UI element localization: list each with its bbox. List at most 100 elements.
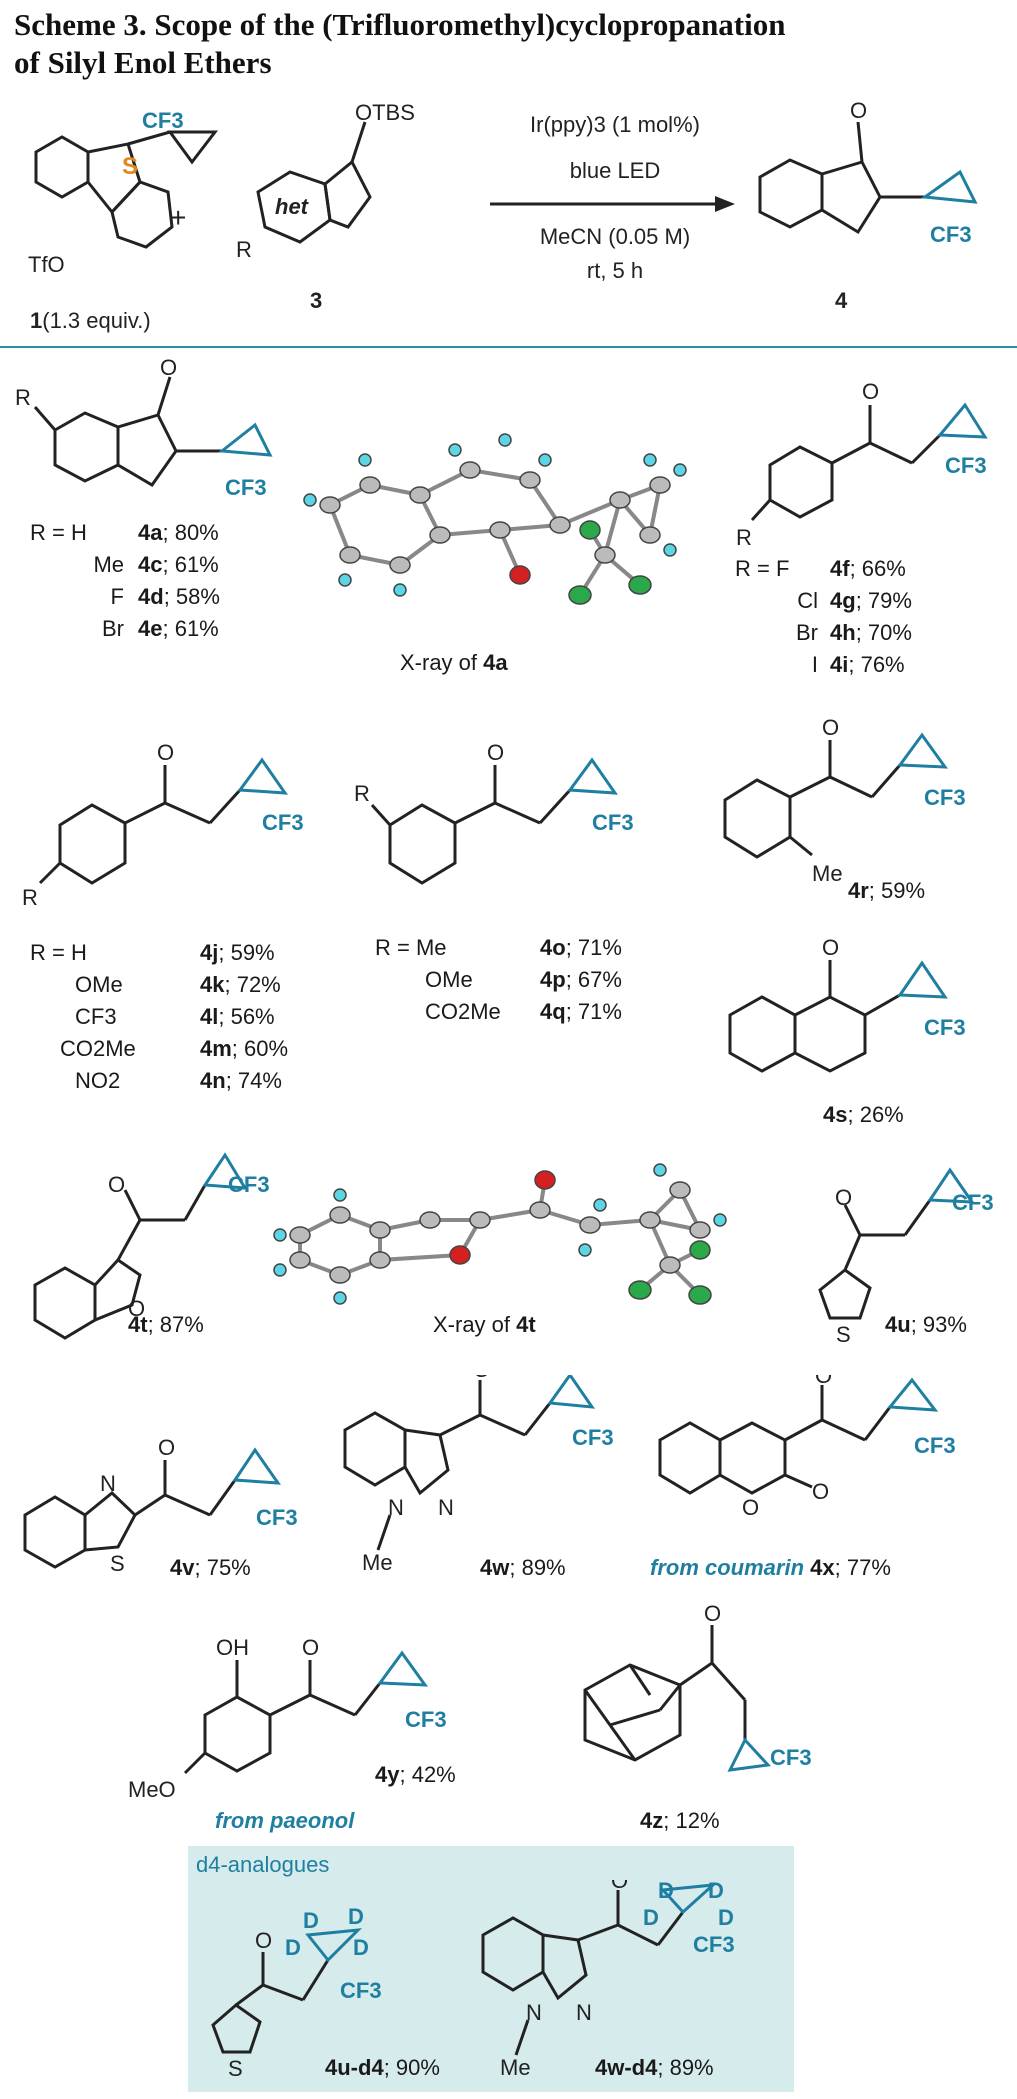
svg-text:O: O [158, 1435, 175, 1460]
label-4s: 4s; 26% [823, 1102, 904, 1127]
svg-text:O: O [822, 715, 839, 740]
svg-text:Me: Me [362, 1550, 393, 1575]
svg-text:CF3: CF3 [225, 475, 267, 500]
scheme-title: Scheme 3. Scope of the (Trifluoromethyl)… [14, 6, 1004, 82]
svg-text:S: S [228, 2056, 243, 2081]
label-4y: 4y; 42% [375, 1762, 456, 1787]
svg-text:D: D [303, 1908, 319, 1933]
svg-text:D: D [353, 1935, 369, 1960]
condition-light: blue LED [570, 158, 661, 183]
meta-aryl-structure [388, 803, 457, 885]
row3-structures: O O CF3 O S CF3 [33, 1152, 994, 1347]
thiophene-structure [818, 1268, 872, 1320]
svg-text:CF3: CF3 [945, 453, 987, 478]
svg-text:O: O [835, 1185, 852, 1210]
row2-structures: O R CF3 O R CF3 O CF3 Me O CF3 [22, 715, 966, 1073]
label-4x: from coumarin 4x; 77% [650, 1555, 891, 1580]
svg-text:R: R [22, 885, 38, 910]
svg-text:N: N [388, 1495, 404, 1520]
svg-text:D: D [708, 1880, 724, 1903]
svg-text:D: D [643, 1905, 659, 1930]
substrate-label: 3 [310, 288, 322, 313]
substrate-r-label: R [236, 237, 252, 262]
product-oxygen-label: O [850, 98, 867, 123]
svg-text:O: O [473, 1375, 490, 1382]
condition-catalyst: Ir(ppy)3 (1 mol%) [530, 112, 700, 137]
svg-text:CF3: CF3 [572, 1425, 614, 1450]
svg-text:O: O [128, 1296, 145, 1321]
svg-text:N: N [576, 2000, 592, 2025]
svg-text:N: N [438, 1495, 454, 1520]
svg-text:D: D [285, 1935, 301, 1960]
product-cf3-label: CF3 [930, 222, 972, 247]
condition-time: rt, 5 h [587, 258, 643, 283]
product-label: 4 [835, 288, 848, 313]
row4-structures: O N S CF3 O N N Me CF3 O O O CF3 [23, 1375, 956, 1576]
svg-text:R: R [736, 525, 752, 550]
label-4u-d4: 4u-d4; 90% [325, 2055, 440, 2080]
xray-4t-figure [298, 1179, 702, 1297]
label-4t: 4t; 87% [128, 1312, 204, 1337]
label-4r: 4r; 59% [848, 878, 926, 903]
svg-text:MeO: MeO [128, 1777, 176, 1802]
d4-heading: d4-analogues [196, 1852, 330, 1877]
ortho-aryl-structure [723, 778, 792, 859]
svg-text:O: O [704, 1605, 721, 1626]
from-paeonol-note: from paeonol [215, 1808, 355, 1833]
svg-text:O: O [302, 1635, 319, 1660]
plus-sign: + [170, 202, 186, 233]
substrate-3-structure [256, 121, 372, 244]
svg-text:O: O [611, 1880, 628, 1893]
svg-text:O: O [815, 1375, 832, 1388]
svg-text:O: O [822, 935, 839, 960]
svg-text:N: N [526, 2000, 542, 2025]
svg-text:D: D [718, 1905, 734, 1930]
row5-structures: OH O MeO CF3 O CF3 [128, 1605, 812, 1802]
svg-text:CF3: CF3 [592, 810, 634, 835]
row1-structures: O R CF3 [15, 355, 988, 605]
reagent-cf3-label: CF3 [142, 108, 184, 133]
adamantyl-structure [583, 1663, 682, 1762]
svg-text:CF3: CF3 [952, 1190, 994, 1215]
svg-text:O: O [862, 379, 879, 404]
svg-text:CF3: CF3 [256, 1505, 298, 1530]
svg-text:OH: OH [216, 1635, 249, 1660]
svg-text:CF3: CF3 [914, 1433, 956, 1458]
reaction-scheme: S CF3 TfO + het OTBS R Ir(ppy)3 (1 mol%)… [28, 98, 978, 333]
triflate-label: TfO [28, 252, 65, 277]
svg-text:CF3: CF3 [924, 1015, 966, 1040]
xray-4a-caption: X-ray of 4a [400, 650, 508, 675]
xray-4t-caption: X-ray of 4t [433, 1312, 536, 1337]
label-4w: 4w; 89% [480, 1555, 566, 1580]
benzothiazole-structure [23, 1495, 87, 1569]
reagent-label-num: 1 [30, 308, 42, 333]
para-aryl-structure [58, 803, 127, 885]
svg-text:S: S [836, 1322, 851, 1347]
svg-text:O: O [742, 1495, 759, 1520]
benzofuran-structure [33, 1266, 97, 1340]
d4-structures: O S CF3 D D D D O N N Me CF3 D D D D [211, 1880, 735, 2081]
svg-text:R: R [15, 385, 31, 410]
condition-solvent: MeCN (0.05 M) [540, 224, 690, 249]
svg-text:O: O [255, 1928, 272, 1953]
het-label: het [275, 194, 310, 219]
reagent-label-rest: (1.3 equiv.) [42, 308, 150, 333]
svg-text:CF3: CF3 [340, 1978, 382, 2003]
indanone-4a-structure [53, 411, 120, 483]
svg-text:Me: Me [500, 2055, 531, 2080]
